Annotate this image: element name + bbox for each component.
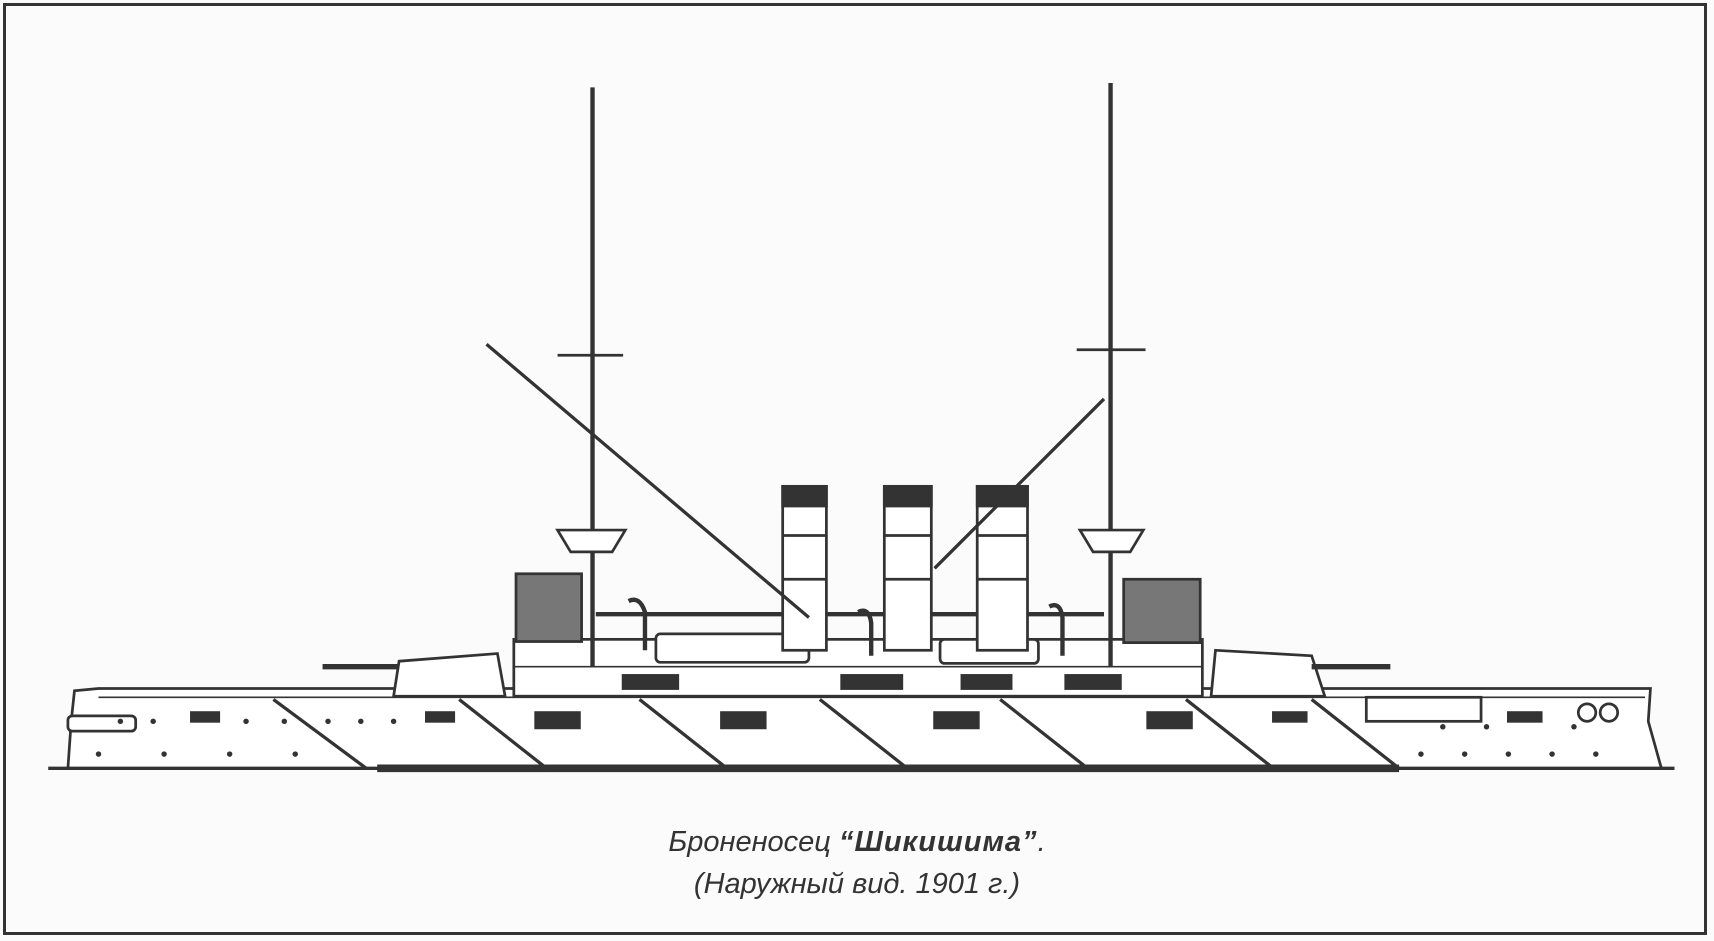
caption-prefix: Броненосец: [668, 826, 839, 858]
main-mast: [933, 83, 1146, 667]
aft-turret: [1209, 648, 1327, 698]
caption-suffix: .: [1037, 826, 1046, 858]
aft-bridge: [1122, 577, 1202, 645]
ship-name: “Шикишима”: [838, 826, 1038, 858]
caption-subtitle: (Наружный вид. 1901 г.): [693, 868, 1021, 900]
fore-bridge: [514, 572, 583, 643]
frame-border: [3, 3, 1707, 935]
anchor: [1576, 702, 1598, 723]
caption-title: Броненосец “Шикишима”.: [0, 826, 1714, 859]
casemate-guns: [190, 674, 1543, 730]
fore-mast: [485, 87, 810, 667]
funnels: [781, 484, 1029, 652]
hull-stripes: [272, 698, 1401, 770]
fore-turret: [392, 652, 507, 698]
portholes: [95, 718, 1599, 757]
